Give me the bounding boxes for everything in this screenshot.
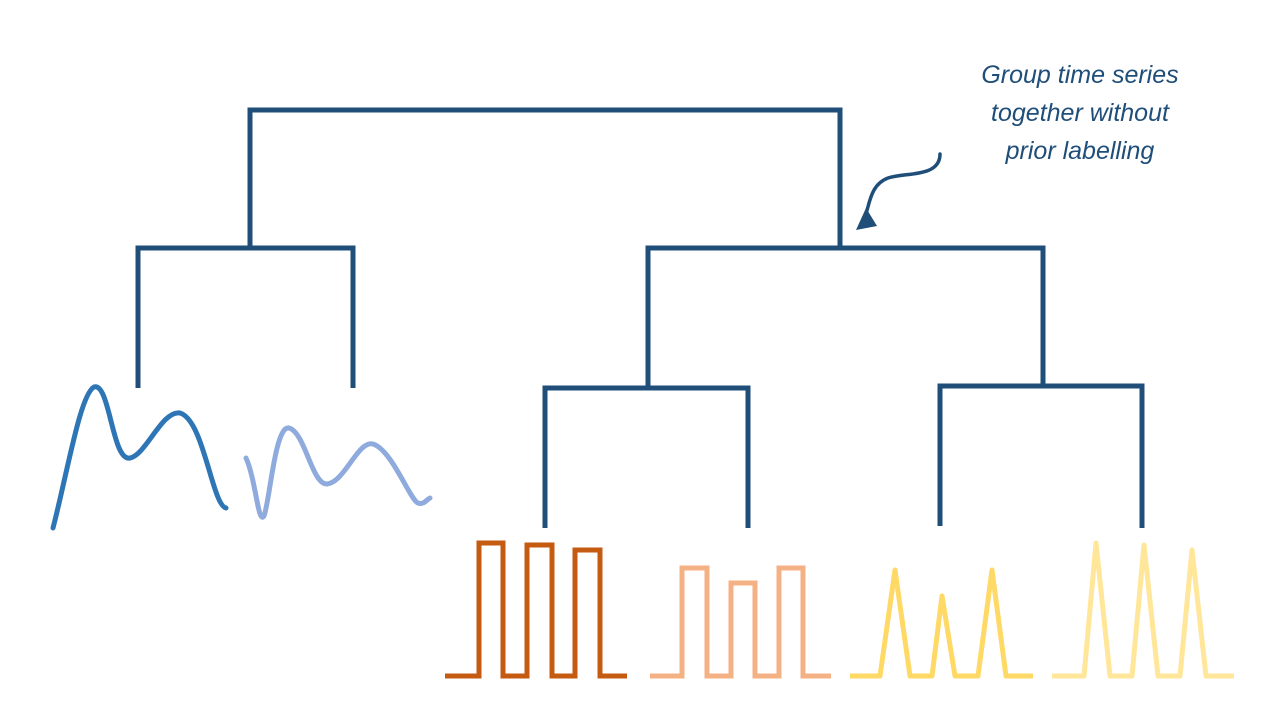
- dendrogram-square-cluster-link: [542, 385, 751, 528]
- annotation-text: Group time series together without prior…: [981, 61, 1179, 165]
- spike-wave-yellow-icon: [850, 567, 1033, 679]
- dendrogram-spike-cluster-link: [937, 383, 1145, 528]
- dendrogram-root-link: [247, 107, 843, 246]
- square-wave-light-orange-icon: [650, 565, 831, 679]
- smooth-wave-light-blue-icon: [243, 425, 433, 520]
- annotation-arrowhead: [856, 208, 877, 230]
- annotation-arrow-line: [864, 152, 942, 216]
- smooth-wave-dark-blue-icon: [50, 384, 229, 531]
- dendrogram-left-cluster-link: [135, 245, 356, 388]
- dendrogram-right-cluster-link: [645, 245, 1046, 388]
- square-wave-dark-orange-icon: [445, 540, 627, 679]
- spike-wave-light-yellow-icon: [1052, 540, 1234, 679]
